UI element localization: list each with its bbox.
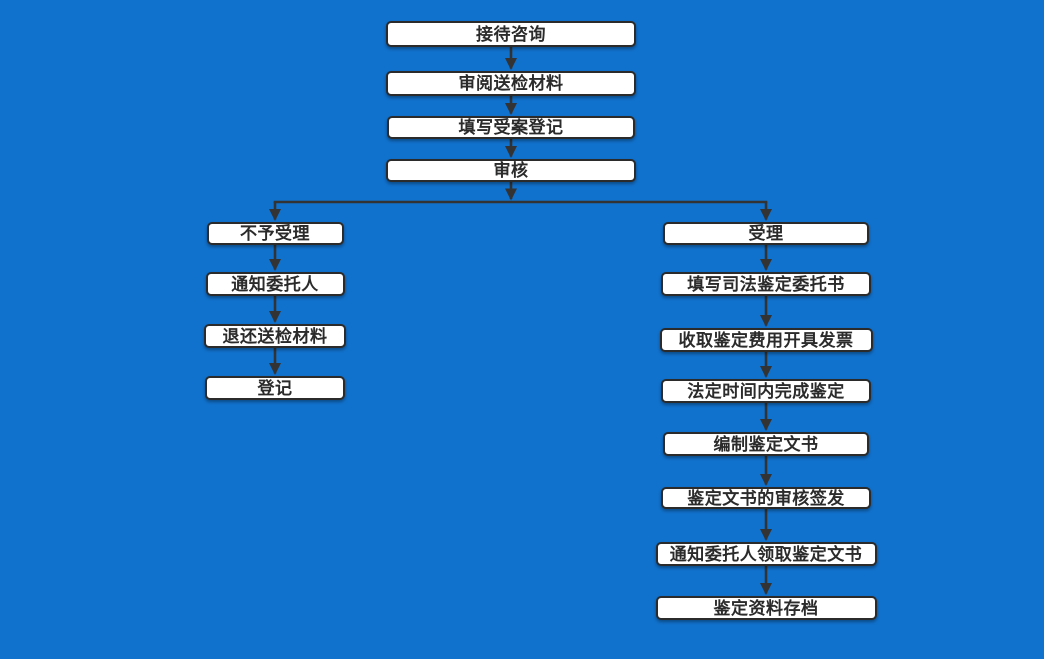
flow-node-n4: 审核 [386, 159, 636, 182]
flow-node-R7: 通知委托人领取鉴定文书 [655, 542, 877, 566]
flow-node-n3: 填写受案登记 [387, 116, 635, 139]
flow-node-R3: 收取鉴定费用开具发票 [659, 328, 873, 352]
flow-node-n1: 接待咨询 [386, 21, 636, 47]
flow-node-L3: 退还送检材料 [204, 324, 346, 348]
flow-node-R1: 受理 [663, 222, 869, 245]
flow-node-R2: 填写司法鉴定委托书 [661, 272, 871, 296]
flow-node-R5: 编制鉴定文书 [663, 432, 869, 456]
flow-node-L1: 不予受理 [206, 222, 344, 245]
flow-node-R6: 鉴定文书的审核签发 [661, 487, 871, 509]
flow-node-R8: 鉴定资料存档 [655, 596, 877, 620]
flow-node-L2: 通知委托人 [205, 272, 345, 296]
flow-node-L4: 登记 [205, 376, 345, 400]
flow-node-R4: 法定时间内完成鉴定 [661, 379, 871, 403]
flow-node-n2: 审阅送检材料 [386, 71, 636, 96]
